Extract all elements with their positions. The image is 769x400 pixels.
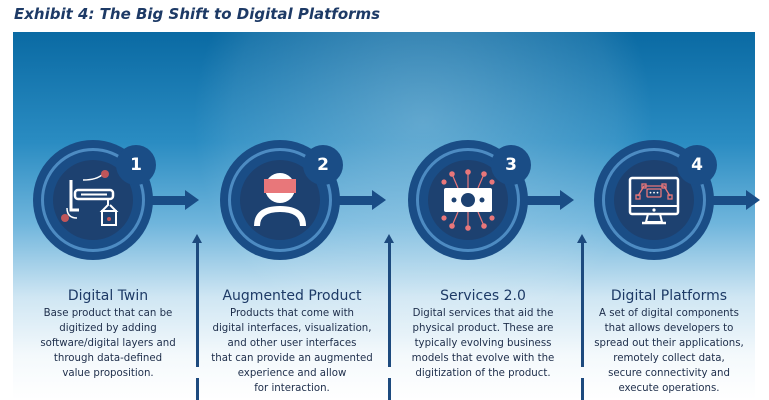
arrow-head-icon [560, 190, 574, 210]
svg-text:•••: ••• [649, 190, 660, 197]
step-heading: Digital Twin [67, 288, 149, 304]
flow-arrow [133, 196, 188, 205]
exhibit-title: Exhibit 4: The Big Shift to Digital Plat… [14, 5, 381, 23]
desc-line: value proposition. [62, 368, 154, 379]
step-circle [220, 140, 340, 260]
connector-line-1b [196, 378, 199, 400]
step-description: Base product that can be digitized by add… [13, 306, 203, 381]
step-number-badge: 3 [491, 145, 531, 185]
monitor-network-icon: ••• [628, 176, 680, 225]
desc-line: digitized by adding [59, 323, 157, 334]
desc-line: Digital services that aid the [412, 308, 554, 319]
desc-line: remotely collect data, [613, 353, 725, 364]
desc-line: execute operations. [618, 383, 720, 394]
step-description: Digital services that aid the physical pr… [388, 306, 578, 381]
arrow-head-icon [185, 190, 199, 210]
desc-line: experience and allow [237, 368, 347, 379]
desc-line: through data-defined [53, 353, 163, 364]
desc-line: software/digital layers and [40, 338, 176, 349]
connector-line-3b [581, 378, 584, 400]
desc-line: A set of digital components [599, 308, 739, 319]
connector-arrowhead-1 [192, 234, 202, 243]
step-heading: Augmented Product [222, 288, 362, 304]
connector-line-1 [196, 242, 199, 367]
flow-arrow [694, 196, 749, 205]
step-description: Products that come with digital interface… [197, 306, 387, 396]
robot-arm-icon [61, 170, 119, 226]
connector-line-3 [581, 242, 584, 367]
desc-line: physical product. These are [412, 323, 554, 334]
step-heading: Services 2.0 [440, 288, 526, 304]
connector-arrowhead-3 [577, 234, 587, 243]
step-number-badge: 4 [677, 145, 717, 185]
desc-line: models that evolve with the [411, 353, 555, 364]
desc-line: Products that come with [229, 308, 355, 319]
step-number-badge: 2 [303, 145, 343, 185]
digital-money-icon [441, 169, 495, 231]
connector-line-2b [388, 378, 391, 400]
step-heading: Digital Platforms [610, 288, 728, 304]
desc-line: digital interfaces, visualization, [212, 323, 372, 334]
desc-line: digitization of the product. [415, 368, 551, 379]
vr-headset-person-icon [254, 173, 306, 226]
step-description: A set of digital components that allows d… [574, 306, 764, 396]
desc-line: for interaction. [254, 383, 330, 394]
desc-line: that can provide an augmented [211, 353, 373, 364]
desc-line: typically evolving business [414, 338, 552, 349]
desc-line: secure connectivity and [608, 368, 730, 379]
step-number-badge: 1 [116, 145, 156, 185]
desc-line: spread out their applications, [594, 338, 744, 349]
arrow-head-icon [746, 190, 760, 210]
flow-arrow [320, 196, 375, 205]
arrow-head-icon [372, 190, 386, 210]
flow-arrow [508, 196, 563, 205]
connector-line-2 [388, 242, 391, 367]
desc-line: and other user interfaces [227, 338, 357, 349]
desc-line: Base product that can be [43, 308, 173, 319]
connector-arrowhead-2 [384, 234, 394, 243]
step-circle: ••• [594, 140, 714, 260]
desc-line: that allows developers to [604, 323, 734, 334]
